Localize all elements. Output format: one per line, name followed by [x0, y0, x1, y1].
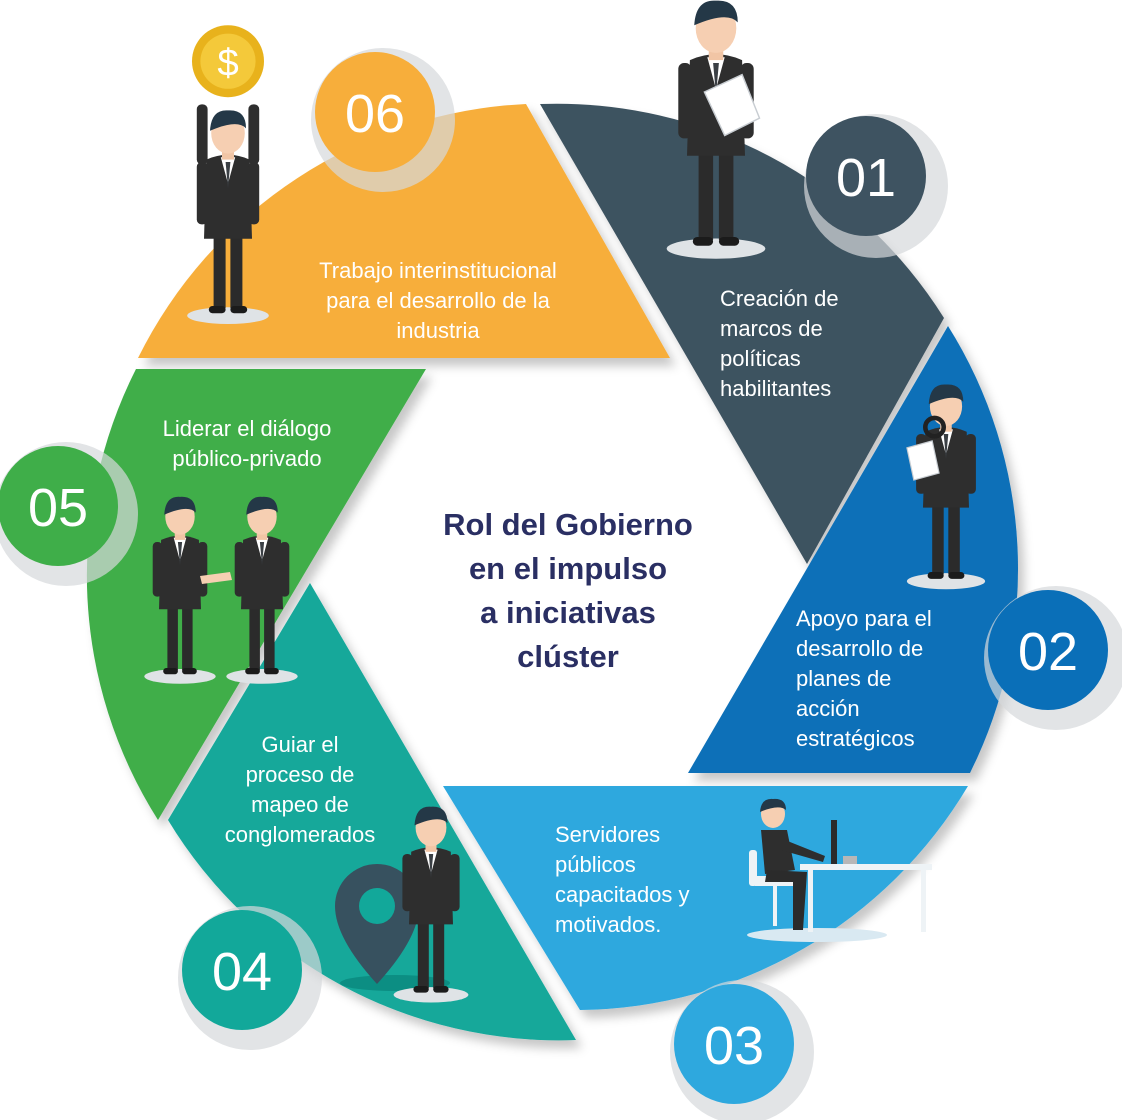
label-line: Guiar el	[261, 732, 338, 757]
businessman-magnifier-icon	[906, 384, 986, 590]
center-title: Rol del Gobierno en el impulso a iniciativ…	[443, 507, 693, 674]
label-line: habilitantes	[720, 376, 831, 401]
businessman-map-pin-icon	[335, 806, 469, 1003]
badge-number: 03	[704, 1016, 764, 1076]
badge-number: 04	[212, 942, 272, 1002]
label-line: Trabajo interinstitucional	[319, 258, 557, 283]
label-line: clúster	[517, 639, 619, 674]
segment-06-label: Trabajo interinstitucional para el desarr…	[319, 258, 557, 343]
badge-06: 06	[311, 48, 455, 192]
businessman-document-icon	[666, 0, 766, 259]
segment-03-label: Servidores públicos capacitados y motivados…	[555, 822, 690, 937]
worker-at-desk-icon	[747, 798, 932, 942]
label-line: a iniciativas	[480, 595, 656, 630]
label-line: en el impulso	[469, 551, 667, 586]
segment-04-label: Guiar el proceso de mapeo de conglomerados	[225, 732, 375, 847]
segment-06	[138, 104, 670, 358]
badge-02: 02	[984, 586, 1122, 730]
label-line: Creación de	[720, 286, 839, 311]
label-line: capacitados y	[555, 882, 690, 907]
handshake-icon	[144, 496, 298, 684]
label-line: marcos de	[720, 316, 823, 341]
label-line: políticas	[720, 346, 801, 371]
label-line: Rol del Gobierno	[443, 507, 693, 542]
badge-number: 01	[836, 148, 896, 208]
badge-05: 05	[0, 442, 138, 586]
label-line: mapeo de	[251, 792, 349, 817]
label-line: Apoyo para el	[796, 606, 932, 631]
label-line: conglomerados	[225, 822, 375, 847]
badge-03: 03	[670, 980, 814, 1120]
label-line: público-privado	[172, 446, 321, 471]
label-line: para el desarrollo de la	[326, 288, 551, 313]
label-line: planes de	[796, 666, 891, 691]
label-line: desarrollo de	[796, 636, 923, 661]
label-line: acción	[796, 696, 860, 721]
businessman-coin-icon: $	[187, 25, 269, 325]
label-line: Servidores	[555, 822, 660, 847]
segment-02-label: Apoyo para el desarrollo de planes de acció…	[796, 606, 932, 751]
label-line: públicos	[555, 852, 636, 877]
badge-number: 02	[1018, 622, 1078, 682]
label-line: motivados.	[555, 912, 661, 937]
badge-number: 06	[345, 84, 405, 144]
label-line: estratégicos	[796, 726, 915, 751]
badge-01: 01	[804, 114, 948, 258]
badge-number: 05	[28, 478, 88, 538]
segment-01-label: Creación de marcos de políticas habilitante…	[720, 286, 839, 401]
label-line: industria	[396, 318, 480, 343]
label-line: proceso de	[246, 762, 355, 787]
segment-05-label: Liderar el diálogo público-privado	[163, 416, 332, 471]
label-line: Liderar el diálogo	[163, 416, 332, 441]
badge-04: 04	[178, 906, 322, 1050]
dollar-sign-icon: $	[217, 42, 238, 85]
